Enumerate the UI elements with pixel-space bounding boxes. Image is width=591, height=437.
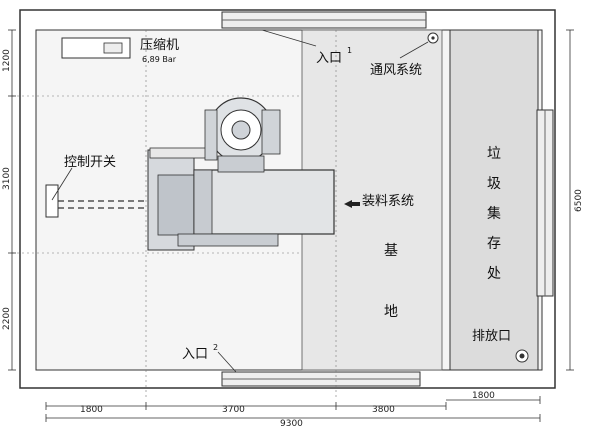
- control-switch-label: 控制开关: [64, 155, 116, 170]
- right-dimension: [566, 29, 574, 371]
- foundation-char-2: 地: [384, 304, 398, 320]
- pressure-label: 6,89 Bar: [142, 55, 177, 64]
- dim-bottom-total: 9300: [280, 419, 303, 429]
- dim-bottom-right: 1800: [472, 391, 495, 401]
- compactor-machine: [147, 97, 335, 251]
- storage-zone: [449, 29, 539, 371]
- storage-char-4: 存: [487, 236, 501, 252]
- ventilation-label: 通风系统: [370, 63, 422, 78]
- grid-lines: [12, 30, 337, 400]
- entrance-2-number: 2: [213, 343, 218, 352]
- compressor-label: 压缩机: [140, 37, 179, 53]
- dim-left-1: 1200: [2, 49, 12, 72]
- drain-label: 排放口: [472, 329, 511, 344]
- loading-arrow-icon: [344, 200, 352, 208]
- entrance-1-label: 入口: [316, 51, 342, 66]
- dim-bottom-1: 1800: [80, 405, 103, 415]
- foundation-char-1: 基: [384, 242, 398, 259]
- control-switch-panel: [45, 184, 59, 218]
- left-dimension: [8, 29, 16, 371]
- storage-char-5: 处: [487, 266, 501, 282]
- bottom-dimension: [45, 396, 541, 422]
- dim-left-2: 3100: [2, 167, 12, 190]
- storage-char-1: 垃: [487, 146, 501, 162]
- dim-bottom-3: 3800: [372, 405, 395, 415]
- loading-system-label: 装料系统: [362, 194, 414, 209]
- entrance-1-number: 1: [347, 46, 352, 55]
- dim-bottom-2: 3700: [222, 405, 245, 415]
- storage-char-2: 圾: [487, 176, 501, 192]
- entrance-2-label: 入口: [182, 347, 208, 362]
- dim-right-total: 6500: [574, 189, 584, 212]
- storage-char-3: 集: [487, 205, 501, 222]
- dim-left-3: 2200: [2, 307, 12, 330]
